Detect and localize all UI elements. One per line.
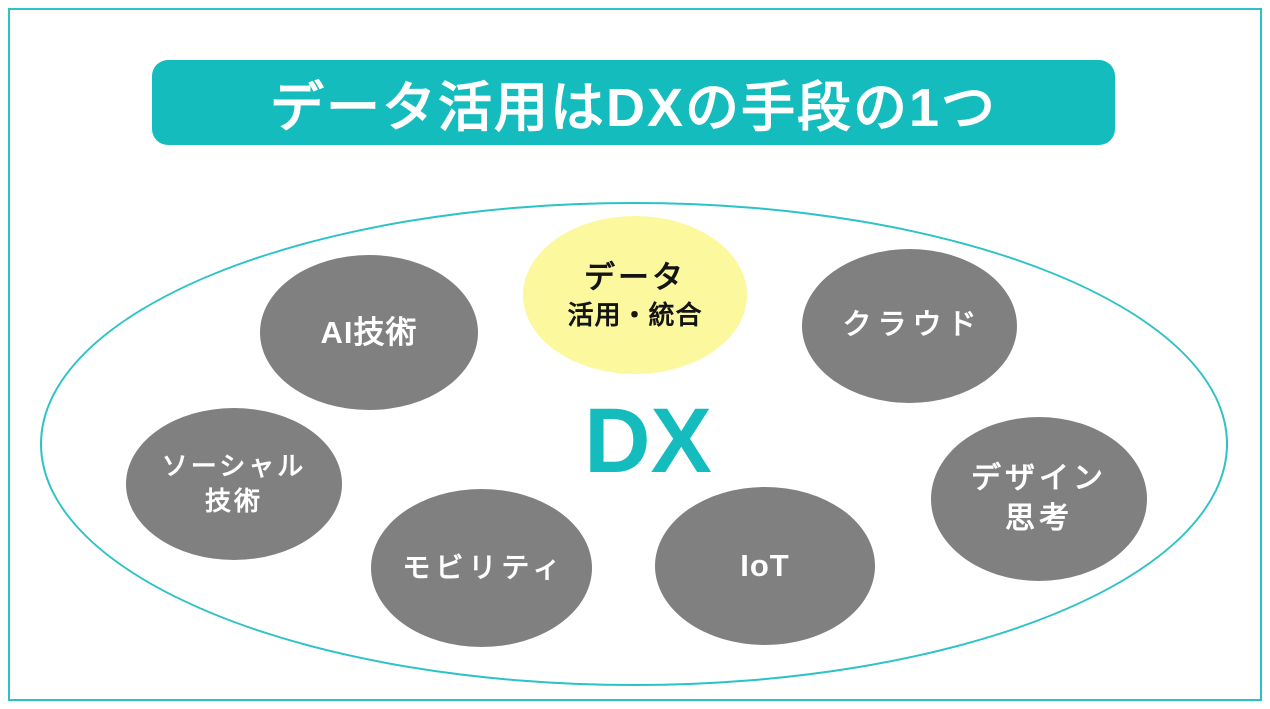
node-ai-technology-label: AI技術 <box>320 314 418 350</box>
node-design-thinking-label-line1: デザイン <box>971 461 1107 495</box>
node-mobility: モビリティ <box>371 489 592 647</box>
header-banner: データ活用はDXの手段の1つ <box>152 60 1115 145</box>
slide-title: データ活用はDXの手段の1つ <box>269 78 998 138</box>
dx-center-label: DX <box>584 390 712 492</box>
page-border <box>8 8 1262 701</box>
node-mobility-label: モビリティ <box>402 552 566 584</box>
highlight-node-label-line2: 活用・統合 <box>567 300 703 331</box>
node-iot-label: IoT <box>740 548 790 584</box>
node-design-thinking-label-line2: 思考 <box>1005 502 1073 535</box>
node-cloud-label: クラウド <box>842 309 983 342</box>
node-iot: IoT <box>655 487 875 645</box>
highlight-node-data: データ 活用・統合 <box>523 216 747 374</box>
node-cloud: クラウド <box>802 249 1017 403</box>
node-social-technology-label-line2: 技術 <box>204 486 263 516</box>
node-ai-technology: AI技術 <box>260 255 478 410</box>
node-social-technology-label-line1: ソーシャル <box>161 450 307 481</box>
node-design-thinking: デザイン 思考 <box>931 417 1147 581</box>
node-social-technology: ソーシャル 技術 <box>126 408 342 560</box>
highlight-node-label-line1: データ <box>584 259 686 295</box>
